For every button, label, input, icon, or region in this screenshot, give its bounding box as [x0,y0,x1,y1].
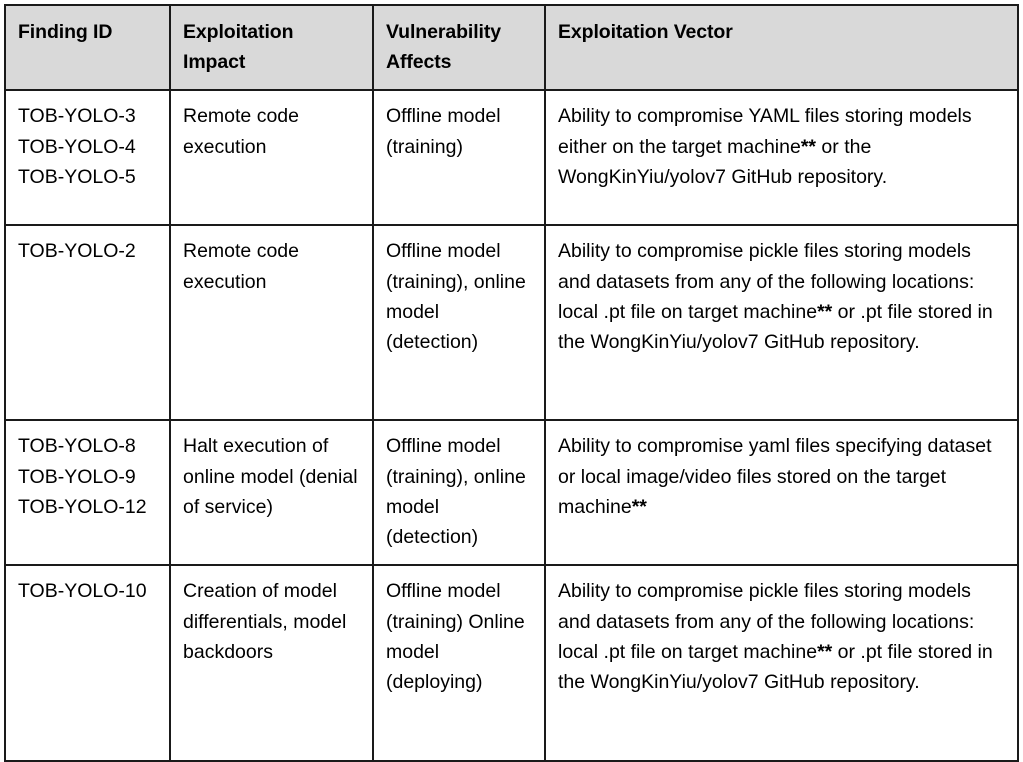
vector-text: Ability to compromise yaml files specify… [558,435,992,518]
footnote-marker: ** [817,300,833,323]
cell-exploitation-vector: Ability to compromise pickle files stori… [544,564,1019,762]
footnote-marker: ** [631,495,647,518]
finding-id: TOB-YOLO-8 [18,435,136,458]
cell-exploitation-vector: Ability to compromise YAML files storing… [544,89,1019,227]
cell-vulnerability-affects: Offline model (training) [372,89,546,227]
cell-exploitation-impact: Remote code execution [169,224,374,422]
footnote-marker: ** [800,135,817,158]
finding-id: TOB-YOLO-5 [18,165,136,188]
exploitation-findings-table: Finding ID Exploitation Impact Vulnerabi… [4,3,1019,762]
column-header-exploitation-impact: Exploitation Impact [169,3,374,92]
cell-vulnerability-affects: Offline model (training) Online model (d… [372,564,546,762]
finding-id: TOB-YOLO-4 [18,135,136,158]
finding-id: TOB-YOLO-12 [18,495,147,518]
vector-text: Ability to compromise pickle files stori… [558,580,975,663]
table-header: Finding ID Exploitation Impact Vulnerabi… [4,3,1019,92]
cell-vulnerability-affects: Offline model (training), online model (… [372,224,546,422]
column-header-exploitation-vector: Exploitation Vector [544,3,1019,92]
cell-vulnerability-affects: Offline model (training), online model (… [372,419,546,567]
cell-exploitation-impact: Creation of model differentials, model b… [169,564,374,762]
cell-exploitation-impact: Halt execution of online model (denial o… [169,419,374,567]
finding-id: TOB-YOLO-10 [18,580,147,603]
column-header-vulnerability-affects: Vulnerability Affects [372,3,546,92]
footnote-marker: ** [817,640,833,663]
vector-text: or .pt file stored in the WongKinYiu/yol… [558,640,993,694]
cell-exploitation-impact: Remote code execution [169,89,374,227]
table-header-row: Finding ID Exploitation Impact Vulnerabi… [4,3,1019,92]
cell-exploitation-vector: Ability to compromise yaml files specify… [544,419,1019,567]
cell-finding-id: TOB-YOLO-2 [4,224,171,422]
vector-text: Ability to compromise pickle files stori… [558,240,975,323]
column-header-finding-id: Finding ID [4,3,171,92]
vector-text: Ability to compromise YAML files storing… [558,105,972,158]
finding-id: TOB-YOLO-3 [18,105,136,128]
vector-text: or .pt file stored in the WongKinYiu/yol… [558,300,993,354]
cell-finding-id: TOB-YOLO-10 [4,564,171,762]
table-row: TOB-YOLO-10 Creation of model differenti… [4,564,1019,762]
finding-id: TOB-YOLO-2 [18,240,136,263]
table-row: TOB-YOLO-2 Remote code execution Offline… [4,224,1019,422]
finding-id: TOB-YOLO-9 [18,465,136,488]
cell-exploitation-vector: Ability to compromise pickle files stori… [544,224,1019,422]
vector-text: or the WongKinYiu/yolov7 GitHub reposito… [558,135,888,188]
